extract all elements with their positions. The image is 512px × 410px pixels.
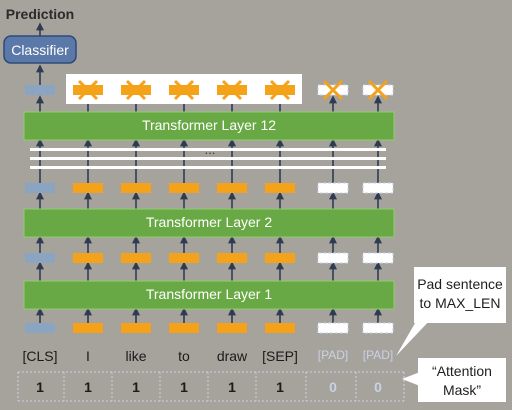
- classifier-label: Classifier: [11, 42, 69, 58]
- hidden-token-layer-1: [362, 252, 394, 264]
- mask-value: 1: [180, 379, 188, 395]
- hidden-token-layer-1: [317, 252, 349, 264]
- embedding-token: [73, 323, 103, 333]
- token-label: [CLS]: [22, 348, 58, 364]
- pad-token-label: [PAD]: [362, 348, 394, 362]
- hidden-token-layer-2: [317, 182, 349, 194]
- ignore-cross-icon: [173, 79, 195, 101]
- ignore-cross-icon: [77, 79, 99, 101]
- mask-value-pad: 0: [329, 379, 337, 395]
- token-label: draw: [216, 348, 248, 364]
- layer-2-label: Transformer Layer 2: [145, 214, 273, 230]
- transformer-layer-1: [23, 280, 395, 310]
- mask-value: 1: [36, 379, 44, 395]
- collapsed-layer-line: [30, 148, 386, 151]
- pad-token-label: [PAD]: [317, 348, 349, 362]
- layer-1-label: Transformer Layer 1: [145, 286, 273, 302]
- hidden-token-layer-1: [217, 253, 247, 263]
- token-label: like: [125, 348, 147, 364]
- layer-ellipsis: ...: [204, 142, 216, 157]
- pad-sentence-callout: Pad sentence to MAX_LEN: [414, 267, 506, 323]
- collapsed-layer-line: [30, 157, 386, 160]
- layer-12-label: Transformer Layer 12: [141, 117, 277, 133]
- hidden-token-layer-2: [73, 183, 103, 193]
- attention-mask-callout: “Attention Mask”: [418, 358, 506, 402]
- mask-value: 1: [276, 379, 284, 395]
- cls-output-token: [25, 85, 55, 95]
- token-label: [SEP]: [262, 348, 298, 364]
- embedding-token: [217, 323, 247, 333]
- mask-value: 1: [132, 379, 140, 395]
- classifier-box: [3, 35, 77, 64]
- embedding-token: [121, 323, 151, 333]
- mask-callout-pointer: [402, 372, 420, 386]
- hidden-token-layer-1: [25, 253, 55, 263]
- ignore-cross-icon: [367, 79, 389, 101]
- mask-value: 1: [84, 379, 92, 395]
- embedding-token: [25, 323, 55, 333]
- embedding-token: [317, 322, 349, 334]
- ignore-cross-icon: [269, 79, 291, 101]
- ignore-cross-icon: [125, 79, 147, 101]
- hidden-token-layer-1: [73, 253, 103, 263]
- collapsed-layer-line: [30, 166, 386, 169]
- hidden-token-layer-2: [362, 182, 394, 194]
- ignore-cross-icon: [221, 79, 243, 101]
- hidden-token-layer-2: [265, 183, 295, 193]
- token-label: to: [178, 348, 190, 364]
- mask-value-pad: 0: [374, 379, 382, 395]
- embedding-token: [265, 323, 295, 333]
- hidden-token-layer-2: [217, 183, 247, 193]
- token-label: I: [86, 348, 90, 364]
- embedding-token: [362, 322, 394, 334]
- hidden-token-layer-1: [121, 253, 151, 263]
- hidden-token-layer-2: [121, 183, 151, 193]
- hidden-token-layer-2: [169, 183, 199, 193]
- ignore-cross-icon: [322, 79, 344, 101]
- mask-value: 1: [228, 379, 236, 395]
- hidden-token-layer-1: [265, 253, 295, 263]
- embedding-token: [169, 323, 199, 333]
- transformer-layer-2: [23, 208, 395, 238]
- hidden-token-layer-2: [25, 183, 55, 193]
- transformer-layer-12: [23, 111, 395, 141]
- pad-callout-pointer: [396, 318, 432, 356]
- prediction-title: Prediction: [5, 6, 75, 22]
- hidden-token-layer-1: [169, 253, 199, 263]
